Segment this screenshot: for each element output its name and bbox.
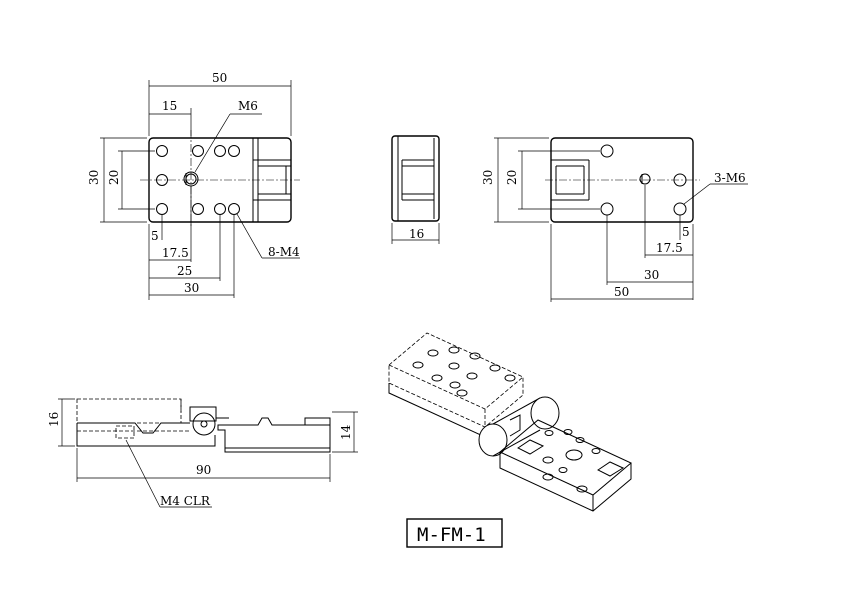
side-view: 16 (391, 135, 440, 244)
label-3-m6: 3-M6 (714, 171, 746, 185)
m4-hole-group (156, 145, 240, 215)
dim-5: 5 (151, 229, 159, 243)
dim-5-right: 5 (682, 225, 690, 239)
dim-16-front: 16 (47, 412, 61, 427)
dim-15: 15 (162, 99, 177, 113)
label-8-m4: 8-M4 (268, 245, 300, 259)
front-view: 16 14 90 M4 CLR (47, 398, 358, 508)
bottom-view-right: 30 20 3-M6 5 17.5 30 50 (481, 137, 748, 302)
dim-14-front: 14 (339, 424, 353, 440)
dim-17-5-right: 17.5 (656, 241, 683, 255)
isometric-view (388, 332, 632, 512)
dim-30-right: 30 (644, 268, 659, 282)
top-view-left: 50 15 M6 30 20 5 17.5 25 30 (87, 71, 300, 300)
dim-50-right: 50 (614, 285, 629, 299)
dim-30-vert: 30 (87, 170, 101, 185)
part-number-box: M-FM-1 (406, 518, 503, 548)
label-m4-clr: M4 CLR (160, 494, 211, 508)
iso-bottom-holes (542, 429, 601, 493)
dim-30-right-vert: 30 (481, 170, 495, 185)
dim-25: 25 (177, 264, 192, 278)
label-m6: M6 (238, 99, 258, 113)
dim-16-side: 16 (409, 227, 424, 241)
dim-90: 90 (196, 463, 211, 477)
dim-50-top: 50 (212, 71, 227, 85)
dim-20-vert: 20 (107, 170, 121, 185)
dim-20-right-vert: 20 (505, 170, 519, 185)
iso-top-holes (412, 346, 516, 397)
dim-30-bottom: 30 (184, 281, 199, 295)
dim-17-5: 17.5 (162, 246, 189, 260)
part-number: M-FM-1 (417, 524, 486, 546)
